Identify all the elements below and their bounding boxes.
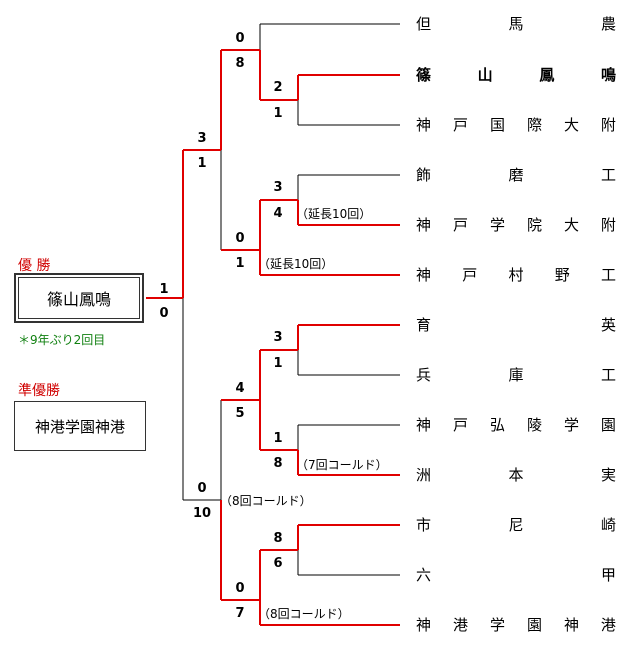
score: 0 [159, 306, 169, 321]
score: 1 [159, 282, 169, 297]
score: 8 [273, 531, 283, 546]
team-ichi-amagasaki: 市尼崎 [416, 516, 616, 534]
score: 1 [197, 156, 207, 171]
team-rokko: 六甲 [416, 566, 616, 584]
team-shikama-kou: 飾磨工 [416, 166, 616, 184]
score: 5 [235, 406, 245, 421]
score: 7 [235, 606, 245, 621]
note-called-game: （7回コールド） [296, 458, 388, 472]
runnerup-heading: 準優勝 [18, 383, 60, 399]
score: 8 [273, 456, 283, 471]
score: 0 [197, 481, 207, 496]
team-sasayama-homei: 篠山鳳鳴 [416, 66, 616, 84]
note-extra-innings: （延長10回） [296, 207, 372, 221]
champion-heading: 優 勝 [18, 258, 51, 274]
score: 10 [192, 506, 212, 521]
score: 0 [235, 31, 245, 46]
champion-name: 篠山鳳鳴 [18, 277, 140, 319]
team-hyogo-kou: 兵庫工 [416, 366, 616, 384]
score: 3 [273, 180, 283, 195]
team-shinko-gakuen-shinko: 神港学園神港 [416, 616, 616, 634]
note-extra-innings: （延長10回） [258, 257, 334, 271]
champion-box: 篠山鳳鳴 [14, 273, 144, 323]
score: 4 [235, 381, 245, 396]
team-tajima-nou: 但馬農 [416, 15, 616, 33]
score: 1 [273, 356, 283, 371]
runnerup-name: 神港学園神港 [14, 401, 146, 451]
score: 1 [273, 431, 283, 446]
score: 3 [197, 131, 207, 146]
team-kobe-murano-kou: 神戸村野工 [416, 266, 616, 284]
note-called-game: （8回コールド） [258, 607, 350, 621]
team-kobe-kokusai-daifu: 神戸国際大附 [416, 116, 616, 134]
score: 1 [273, 106, 283, 121]
team-kobe-gakuin-daifu: 神戸学院大附 [416, 216, 616, 234]
score: 1 [235, 256, 245, 271]
score: 3 [273, 330, 283, 345]
score: 2 [273, 80, 283, 95]
score: 4 [273, 206, 283, 221]
score: 0 [235, 231, 245, 246]
score: 0 [235, 581, 245, 596]
champion-note: ＊9年ぶり2回目 [18, 333, 106, 347]
team-sumoto-jitsu: 洲本実 [416, 466, 616, 484]
score: 8 [235, 56, 245, 71]
score: 6 [273, 556, 283, 571]
team-kobe-koryo-gakuen: 神戸弘陵学園 [416, 416, 616, 434]
team-ikuei: 育英 [416, 316, 616, 334]
note-called-game: （8回コールド） [220, 494, 312, 508]
